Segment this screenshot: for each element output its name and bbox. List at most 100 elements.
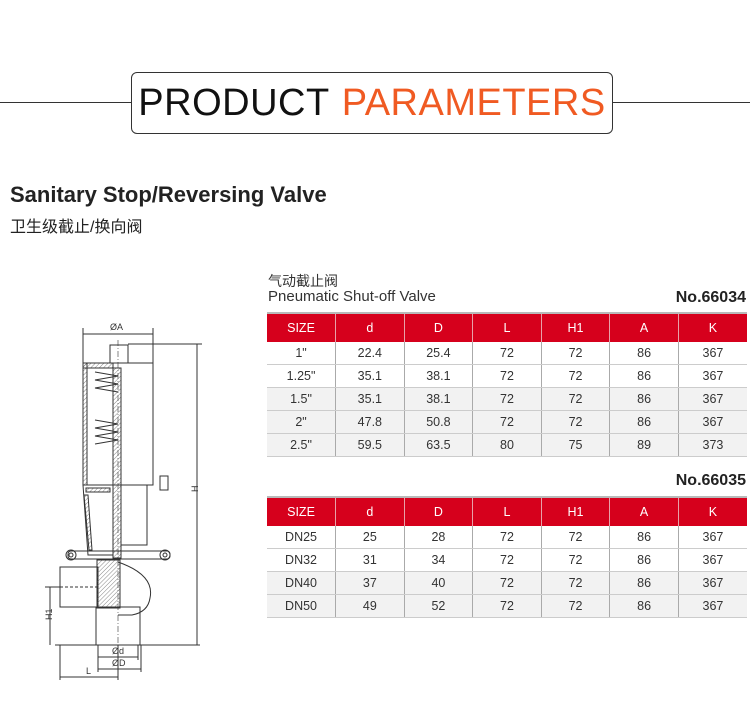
table-cell: 1" xyxy=(267,342,336,365)
column-header: L xyxy=(472,312,542,342)
table-cell: 367 xyxy=(677,594,747,618)
banner-word-1: PRODUCT xyxy=(138,81,330,124)
table-cell: 72 xyxy=(472,594,542,618)
table-cell: 367 xyxy=(677,387,747,411)
product-title: Sanitary Stop/Reversing Valve xyxy=(10,182,327,207)
table-cell: 25 xyxy=(335,526,405,549)
column-header: H1 xyxy=(540,312,610,342)
table-cell: 72 xyxy=(472,364,542,388)
table-cell: 89 xyxy=(609,433,679,457)
table-cell: 49 xyxy=(335,594,405,618)
table-cell: 59.5 xyxy=(335,433,405,457)
column-header: K xyxy=(677,496,747,526)
table-cell: 86 xyxy=(609,410,679,434)
table-cell: 86 xyxy=(609,548,679,572)
model-number-2: No.66035 xyxy=(675,472,746,489)
table-cell: 86 xyxy=(609,364,679,388)
table-cell: 72 xyxy=(540,594,610,618)
table-cell: 86 xyxy=(609,594,679,618)
table-cell: 72 xyxy=(540,548,610,572)
table-cell: 86 xyxy=(609,571,679,595)
section-name-cn: 气动截止阀 xyxy=(268,273,338,289)
table-cell: 72 xyxy=(472,342,542,365)
table-cell: 22.4 xyxy=(335,342,405,365)
table-cell: DN25 xyxy=(267,526,336,549)
table-cell: 38.1 xyxy=(403,387,473,411)
table-cell: 72 xyxy=(472,526,542,549)
table-cell: 40 xyxy=(403,571,473,595)
product-title-cn: 卫生级截止/换向阀 xyxy=(10,219,143,236)
section-name-en: Pneumatic Shut-off Valve xyxy=(268,288,436,305)
table-cell: 37 xyxy=(335,571,405,595)
dim-label-D: ØD xyxy=(112,658,126,668)
table-cell: 1.5" xyxy=(267,387,336,411)
table-cell: 2" xyxy=(267,410,336,434)
table-cell: 72 xyxy=(540,526,610,549)
table-cell: 72 xyxy=(472,387,542,411)
table-cell: 72 xyxy=(540,342,610,365)
column-header: d xyxy=(335,312,405,342)
table-cell: 367 xyxy=(677,571,747,595)
banner: PRODUCT PARAMETERS xyxy=(131,72,613,134)
banner-word-2: PARAMETERS xyxy=(341,81,606,124)
table-cell: 72 xyxy=(472,410,542,434)
table-cell: 72 xyxy=(540,410,610,434)
table-cell: 373 xyxy=(677,433,747,457)
column-header: d xyxy=(335,496,405,526)
column-header: K xyxy=(677,312,747,342)
column-header: H1 xyxy=(540,496,610,526)
dim-label-H1: H1 xyxy=(44,608,54,620)
table-cell: 72 xyxy=(472,571,542,595)
table-cell: 25.4 xyxy=(403,342,473,365)
table-cell: 72 xyxy=(472,548,542,572)
table-cell: 367 xyxy=(677,410,747,434)
table-cell: DN40 xyxy=(267,571,336,595)
table-cell: 52 xyxy=(403,594,473,618)
table-cell: 63.5 xyxy=(403,433,473,457)
dim-label-L: L xyxy=(86,666,91,676)
column-header: D xyxy=(403,496,473,526)
table-cell: 72 xyxy=(540,387,610,411)
table-cell: 34 xyxy=(403,548,473,572)
table-cell: 47.8 xyxy=(335,410,405,434)
table-cell: 367 xyxy=(677,548,747,572)
table-cell: 86 xyxy=(609,387,679,411)
table-cell: 2.5" xyxy=(267,433,336,457)
table-cell: 86 xyxy=(609,526,679,549)
table-cell: 72 xyxy=(540,364,610,388)
table-cell: 367 xyxy=(677,364,747,388)
table-cell: 80 xyxy=(472,433,542,457)
table-cell: DN50 xyxy=(267,594,336,618)
table-cell: 72 xyxy=(540,571,610,595)
table-cell: 367 xyxy=(677,526,747,549)
table-cell: 38.1 xyxy=(403,364,473,388)
model-number-1: No.66034 xyxy=(675,289,746,306)
column-header: A xyxy=(609,312,679,342)
table-cell: 31 xyxy=(335,548,405,572)
table-cell: DN32 xyxy=(267,548,336,572)
dim-label-A: ØA xyxy=(110,322,123,332)
table-cell: 367 xyxy=(677,342,747,365)
table-cell: 35.1 xyxy=(335,364,405,388)
table-cell: 75 xyxy=(540,433,610,457)
table-cell: 1.25" xyxy=(267,364,336,388)
column-header: D xyxy=(403,312,473,342)
table-cell: 35.1 xyxy=(335,387,405,411)
dim-label-H: H xyxy=(190,486,200,493)
table-cell: 28 xyxy=(403,526,473,549)
column-header: A xyxy=(609,496,679,526)
column-header: SIZE xyxy=(267,496,336,526)
